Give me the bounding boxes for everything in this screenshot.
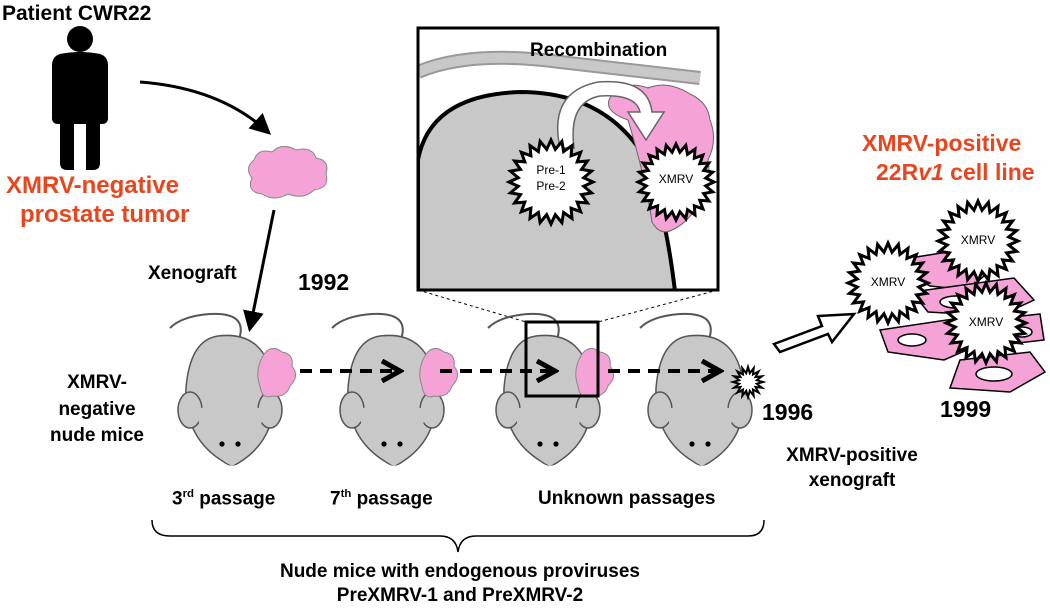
xenograft-positive-line2: xenograft	[808, 470, 896, 491]
mice-label-line2: negative	[58, 399, 136, 420]
xenograft-arrow	[243, 209, 276, 333]
virus-star-pre	[505, 136, 597, 228]
tumor-label-line2: prostate tumor	[20, 201, 190, 228]
tumor-cloud-icon	[248, 146, 328, 199]
cell-virus-label-3: XMRV	[968, 315, 1004, 329]
zoom-line-left	[417, 289, 527, 323]
year-1996: 1996	[762, 399, 814, 425]
nude-mouse-2	[331, 312, 458, 466]
passage-label-unknown: Unknown passages	[538, 488, 716, 509]
bottom-caption-line1: Nude mice with endogenous proviruses	[279, 561, 640, 582]
xenograft-label: Xenograft	[148, 263, 237, 284]
virus-star-cell-3	[942, 279, 1030, 367]
virus-inset-xmrv-label: XMRV	[658, 172, 694, 186]
nude-mouse-4	[639, 312, 753, 466]
cell-virus-label-2: XMRV	[870, 275, 906, 289]
passage-label-7th: 7th passage	[330, 488, 433, 510]
patient-to-tumor-arrow	[139, 80, 272, 135]
nude-mouse-1	[169, 312, 296, 466]
closeup-highlight-box	[524, 320, 600, 398]
virus-star-xenograft	[729, 363, 767, 401]
patient-person-icon	[52, 26, 108, 170]
nude-mouse-3	[487, 312, 614, 466]
patient-label: Patient CWR22	[2, 2, 152, 25]
passage-label-3rd: 3rd passage	[172, 488, 276, 510]
virus-star-inset-xmrv	[634, 140, 718, 224]
year-1992: 1992	[298, 269, 350, 295]
virus-pre-2-label: Pre-2	[536, 179, 566, 193]
xenograft-positive-line1: XMRV-positive	[786, 445, 918, 466]
virus-star-cell-2	[844, 239, 932, 327]
mice-group-brace	[151, 519, 765, 553]
virus-star-cell-1	[934, 197, 1022, 285]
bottom-caption-line2: PreXMRV-1 and PreXMRV-2	[336, 585, 584, 606]
virus-pre-1-label: Pre-1	[536, 163, 566, 177]
zoom-line-right	[597, 289, 719, 323]
cell-line-label-line2: 22Rv1 cell line	[876, 159, 1035, 185]
recombination-title: Recombination	[530, 40, 668, 61]
mice-label-line1: XMRV-	[67, 372, 127, 393]
tumor-label-line1: XMRV-negative	[6, 172, 179, 199]
cell-virus-label-1: XMRV	[960, 233, 996, 247]
year-1999: 1999	[940, 396, 992, 422]
recombination-arrow	[556, 80, 666, 149]
cell-line-label-line1: XMRV-positive	[862, 130, 1022, 156]
mice-label-line3: nude mice	[50, 425, 144, 446]
to-cell-line-arrow	[771, 312, 857, 354]
